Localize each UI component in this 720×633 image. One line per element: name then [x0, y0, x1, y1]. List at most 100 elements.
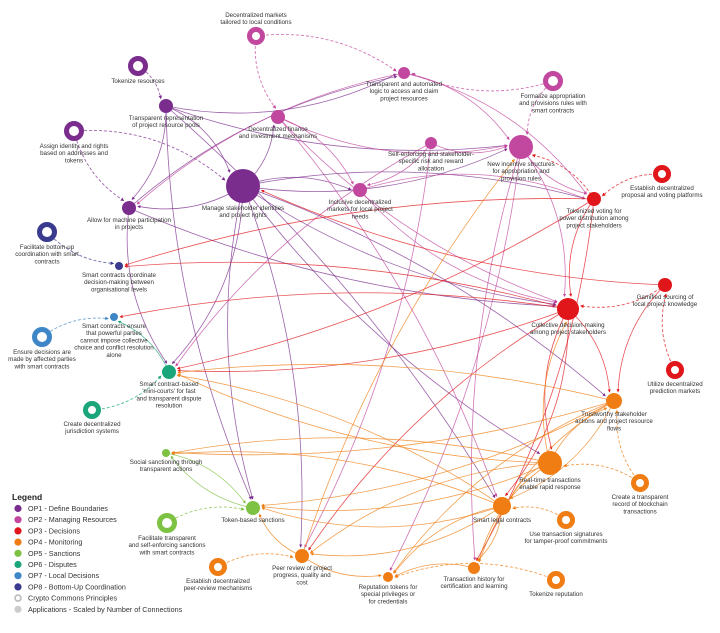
legend-swatch [14, 504, 22, 513]
node-smart-courts[interactable] [162, 365, 176, 379]
edge-manage_id-to-realtime [242, 185, 541, 454]
node-est-dec-prop[interactable] [653, 165, 671, 183]
edge-gamified-to-trustworthy [616, 284, 666, 393]
node-new-incent[interactable] [509, 135, 533, 159]
node-create-jur[interactable] [83, 401, 101, 419]
edge-trans_logic-to-tok_voting [403, 72, 587, 195]
node-label-line: specific risk and reward [399, 158, 464, 165]
node-trustworthy[interactable] [606, 393, 622, 409]
edge-self_enf_risk-to-inclusive_mk [366, 142, 432, 187]
edge-assign_id-to-allow_mach [73, 130, 125, 202]
node-collective[interactable] [557, 298, 579, 320]
node-peer-review[interactable] [295, 549, 309, 563]
node-allow-mach[interactable] [122, 201, 136, 215]
node-facilitate-tr[interactable] [157, 513, 177, 533]
node-dec-finance[interactable] [271, 110, 285, 124]
node-label-line: and provisions rules with [519, 100, 587, 107]
edge-dec_finance-to-collective [277, 116, 558, 303]
node-smart-ensure[interactable] [110, 313, 118, 321]
node-label-line: Transparent representation [129, 115, 204, 122]
node-tok-voting[interactable] [587, 192, 601, 206]
node-label-line: progress, quality and [273, 572, 331, 579]
node-gamified[interactable] [658, 278, 672, 292]
node-facilitate-bu[interactable] [37, 222, 57, 242]
edge-inclusive_mk-to-collective [359, 189, 558, 304]
node-assign-id[interactable] [64, 121, 84, 141]
edge-inclusive_mk-to-tok_voting [359, 173, 586, 200]
edge-realtime-to-peer_review [310, 462, 551, 554]
node-dec-markets[interactable] [247, 27, 265, 45]
legend-swatch [14, 594, 22, 602]
node-trans-logic[interactable] [398, 67, 410, 79]
node-label-line: flows [607, 425, 621, 432]
node-realtime[interactable] [538, 451, 562, 475]
node-token-sanc[interactable] [246, 501, 260, 515]
edge-collective-to-smart_ensure [119, 292, 569, 318]
node-label-line: proposal and voting platforms [621, 192, 702, 199]
node-inclusive-mk[interactable] [353, 183, 367, 197]
node-create-trans[interactable] [631, 474, 649, 492]
edge-manage_id-to-peer_review [242, 185, 303, 548]
node-label-line: and self-enforcing sanctions [128, 542, 205, 549]
node-label-line: Manage stakeholder identities [202, 205, 284, 212]
node-label-line: Establish decentralized [630, 185, 694, 192]
node-label-tok-res: Tokenize resources [111, 78, 164, 85]
node-label-line: cost [296, 579, 308, 586]
edge-trans_rep-to-trans_logic [165, 73, 397, 114]
node-utilize-pred[interactable] [666, 361, 684, 379]
node-label-line: decision-making between [84, 279, 154, 286]
node-tok-rep[interactable] [547, 571, 565, 589]
node-label-line: local project knowledge [633, 301, 698, 308]
node-label-line: among project stakeholders [530, 329, 606, 336]
edge-dec_finance-to-inclusive_mk [277, 116, 354, 185]
node-label-line: that powerful parties [86, 330, 142, 337]
node-label-line: Create a transparent [612, 494, 669, 501]
node-smart-legal[interactable] [493, 497, 511, 515]
node-label-line: Ensure decisions are [13, 349, 71, 356]
edge-peer_review-to-rep_tokens [301, 555, 382, 578]
edge-collective-to-realtime [544, 308, 569, 450]
node-label-line: Use transaction signatures [529, 531, 602, 538]
node-ensure-dec[interactable] [32, 327, 52, 347]
node-formalize[interactable] [543, 71, 563, 91]
node-smart-coord[interactable] [115, 262, 123, 270]
node-tok-res[interactable] [128, 56, 148, 76]
edge-smart_legal-to-rep_tokens [393, 505, 503, 574]
node-use-trans-sig[interactable] [557, 511, 575, 529]
node-trans-hist[interactable] [468, 562, 480, 574]
node-label-line: project resources [380, 95, 427, 102]
node-manage-id[interactable] [226, 169, 260, 203]
edge-smart_legal-to-social_sanc [171, 451, 503, 507]
node-label-tok-rep: Tokenize reputation [529, 591, 583, 598]
node-label-line: project stakeholders [566, 222, 621, 229]
node-est-peer[interactable] [209, 558, 227, 576]
edge-peer_review-to-new_incent [301, 158, 515, 557]
edge-new_incent-to-collective [520, 146, 567, 298]
node-social-sanc[interactable] [162, 449, 170, 457]
edge-assign_id-to-manage_id [73, 130, 226, 181]
edge-create_trans-to-realtime [563, 463, 641, 484]
node-trans-rep[interactable] [159, 99, 173, 113]
node-self-enf-risk[interactable] [425, 137, 437, 149]
node-rep-tokens[interactable] [383, 572, 393, 582]
node-label-line: and project rights [219, 212, 266, 219]
node-label-smart-courts: Smart contract-based'mini-courts' for fa… [136, 381, 202, 410]
edge-token_sanc-to-social_sanc [170, 455, 254, 509]
node-label-line: logic to access and claim [370, 88, 439, 95]
node-label-line: Reputation tokens for [359, 584, 418, 591]
edge-allow_mach-to-collective [128, 207, 556, 308]
legend-item-label: OP2 - Managing Resources [28, 515, 117, 524]
node-label-line: transparent actions [140, 466, 193, 473]
node-label-line: Self-enforcing and stakeholder- [388, 151, 474, 158]
node-label-line: Assign identity and rights [40, 143, 109, 150]
edge-trustworthy-to-smart_legal [509, 400, 615, 499]
edge-tok_voting-to-smart_coord [124, 198, 595, 266]
